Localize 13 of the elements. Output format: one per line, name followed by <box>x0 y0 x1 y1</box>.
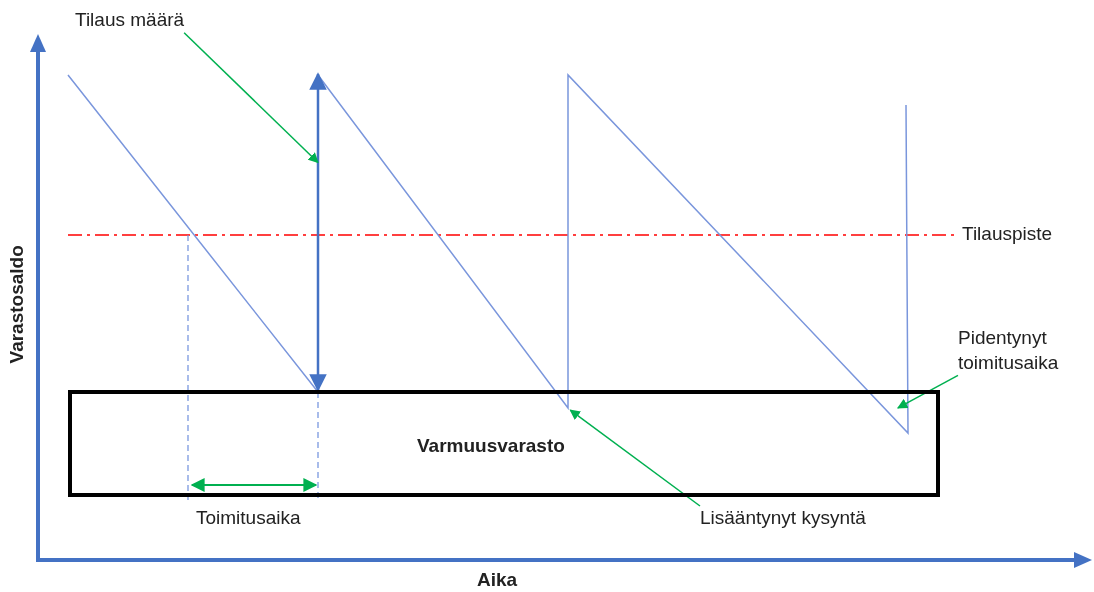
axis-title: Varastosaldo <box>4 245 28 364</box>
stock-level-line <box>67 73 909 435</box>
callout-text: Lisääntynyt kysyntä <box>700 506 866 531</box>
callout-text: Tilaus määrä <box>75 8 185 33</box>
reorder-point-label: Tilauspiste <box>962 222 1053 246</box>
leader-line <box>569 409 701 507</box>
leader-line <box>897 374 959 409</box>
safety-stock-box <box>68 390 940 497</box>
leader-line <box>183 31 319 164</box>
callout-text: Pidentynyt toimitusaika <box>958 326 1088 376</box>
lead-time-label: Toimitusaika <box>196 506 301 530</box>
box-label: Varmuusvarasto <box>417 434 565 458</box>
axis-title: Aika <box>477 568 518 592</box>
